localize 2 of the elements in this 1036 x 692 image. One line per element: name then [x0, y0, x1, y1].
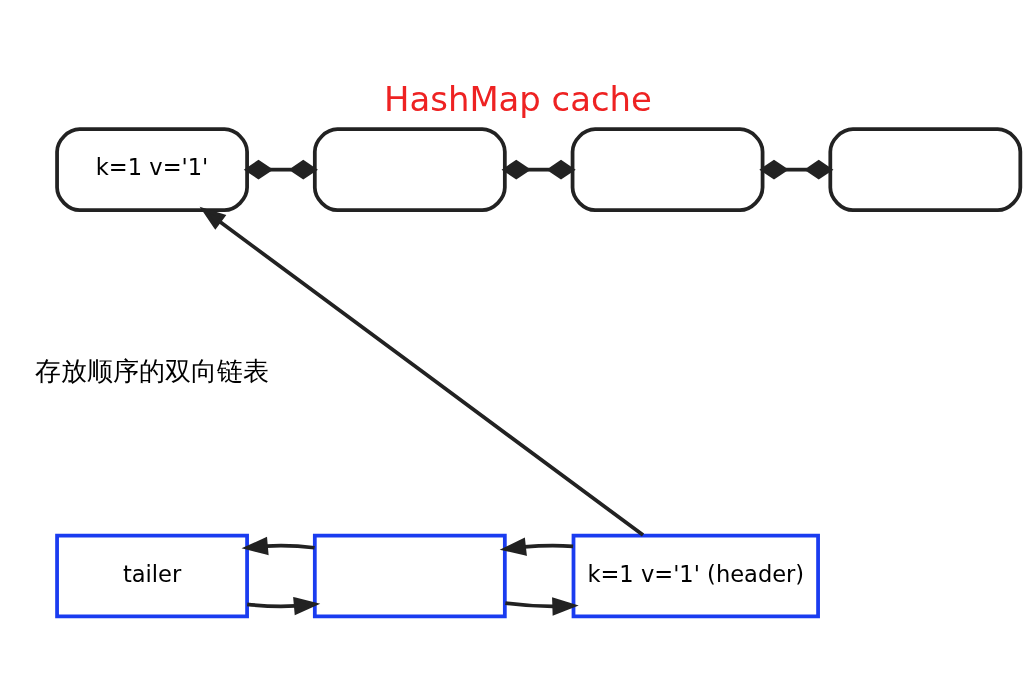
label: 存放顺序的双向链表 — [35, 355, 270, 386]
diagram-title: HashMap cache — [384, 79, 652, 119]
